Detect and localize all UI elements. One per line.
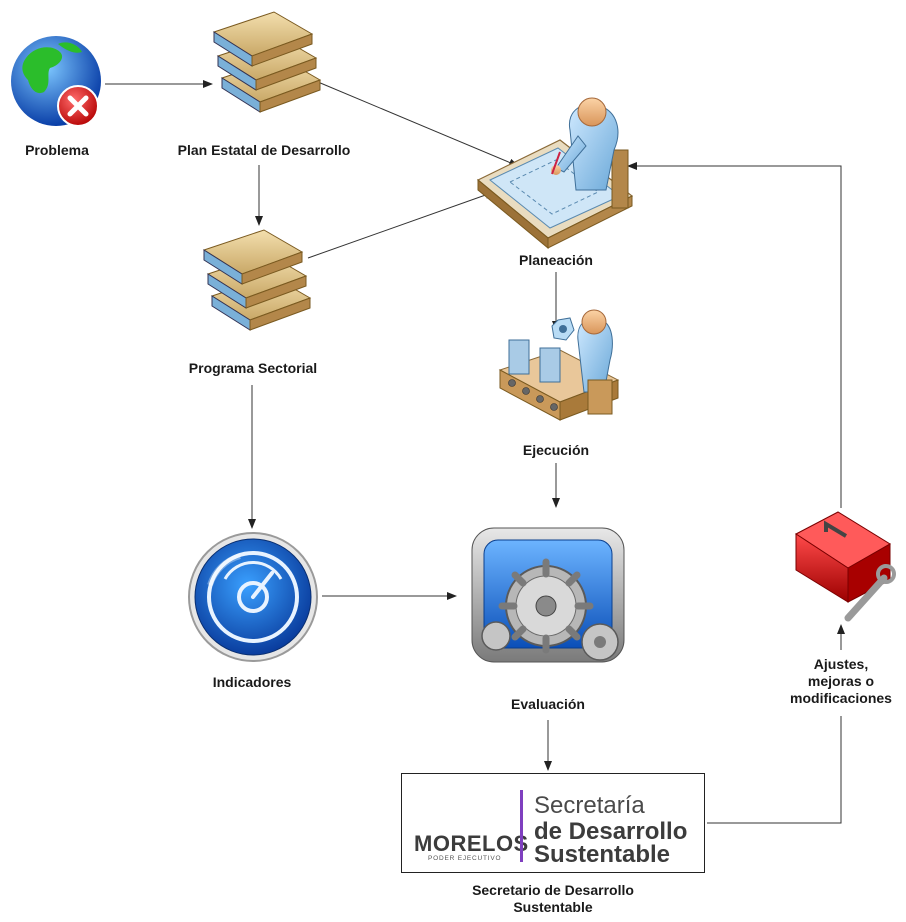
assembly-line-icon <box>498 309 620 421</box>
node-label-plan-estatal: Plan Estatal de Desarrollo <box>177 142 351 158</box>
logo-line-1: Secretaría <box>534 792 645 819</box>
logo-poder-text: PODER EJECUTIVO <box>428 855 502 862</box>
node-label-ejecucion: Ejecución <box>522 442 590 458</box>
logo-line-2: de Desarrollo <box>534 818 688 845</box>
ajustes-line-1: Ajustes, <box>813 656 869 672</box>
toolbox-icon <box>795 511 896 622</box>
logo-line-3: Sustentable <box>534 841 671 868</box>
gauge-icon <box>188 532 318 662</box>
node-label-problema: Problema <box>25 142 89 158</box>
planner-desk-icon <box>476 97 634 250</box>
secretaria-logo: MORELOS PODER EJECUTIVO Secretaría de De… <box>401 773 705 873</box>
logo-divider <box>520 790 523 862</box>
logo-morelos-text: MORELOS <box>414 831 529 856</box>
secretario-line-1: Secretario de Desarrollo <box>472 882 634 898</box>
books-icon-plan <box>212 11 322 113</box>
edge-plan-planeacion <box>317 81 519 167</box>
edge-programa-planeacion <box>307 191 495 259</box>
edge-secretario-ajustes <box>707 716 842 824</box>
node-label-secretario: Secretario de Desarrollo Sustentable <box>426 882 680 916</box>
edge-ajustes-planeacion <box>627 162 842 508</box>
secretario-line-2: Sustentable <box>513 899 593 915</box>
ajustes-line-3: modificaciones <box>790 690 892 706</box>
node-label-indicadores: Indicadores <box>212 674 292 690</box>
connectors <box>105 80 845 824</box>
node-label-planeacion: Planeación <box>519 252 593 268</box>
node-label-ajustes: Ajustes, mejoras o modificaciones <box>776 656 906 707</box>
node-label-programa-sectorial: Programa Sectorial <box>188 360 318 376</box>
books-icon-programa <box>202 229 312 331</box>
globe-error-icon <box>11 36 101 127</box>
gears-icon <box>471 527 625 663</box>
ajustes-line-2: mejoras o <box>807 673 875 689</box>
node-label-evaluacion: Evaluación <box>511 696 585 712</box>
